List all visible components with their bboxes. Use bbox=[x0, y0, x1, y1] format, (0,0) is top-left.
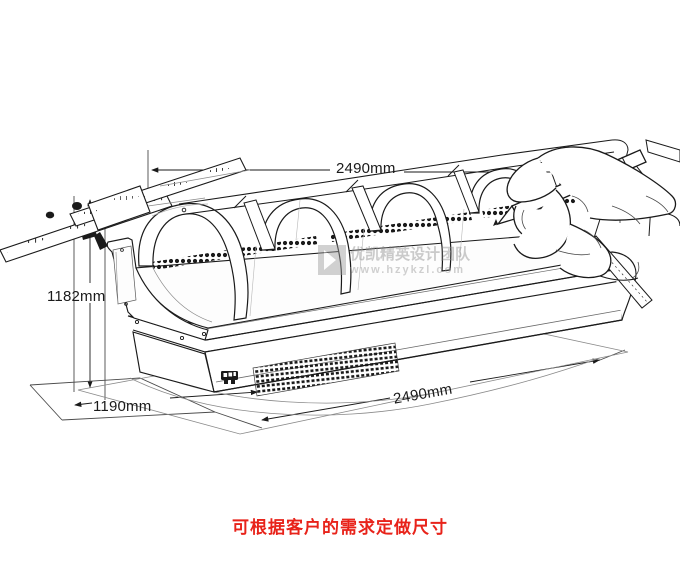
custom-size-caption: 可根据客户的需求定做尺寸 bbox=[232, 518, 448, 538]
dimension-label-width-top: 2490mm bbox=[336, 160, 396, 177]
perforated-vent-grille bbox=[252, 342, 400, 397]
left-end-glass-panel bbox=[106, 237, 209, 341]
glass-reflection-lines bbox=[249, 199, 465, 317]
dimension-label-height-left: 1182mm bbox=[47, 288, 106, 305]
hand-pencil-icon bbox=[493, 146, 680, 281]
control-panel-icon bbox=[221, 371, 238, 384]
caliper-icon bbox=[0, 157, 251, 263]
dimension-label-depth-bottom: 1190mm bbox=[93, 398, 152, 415]
